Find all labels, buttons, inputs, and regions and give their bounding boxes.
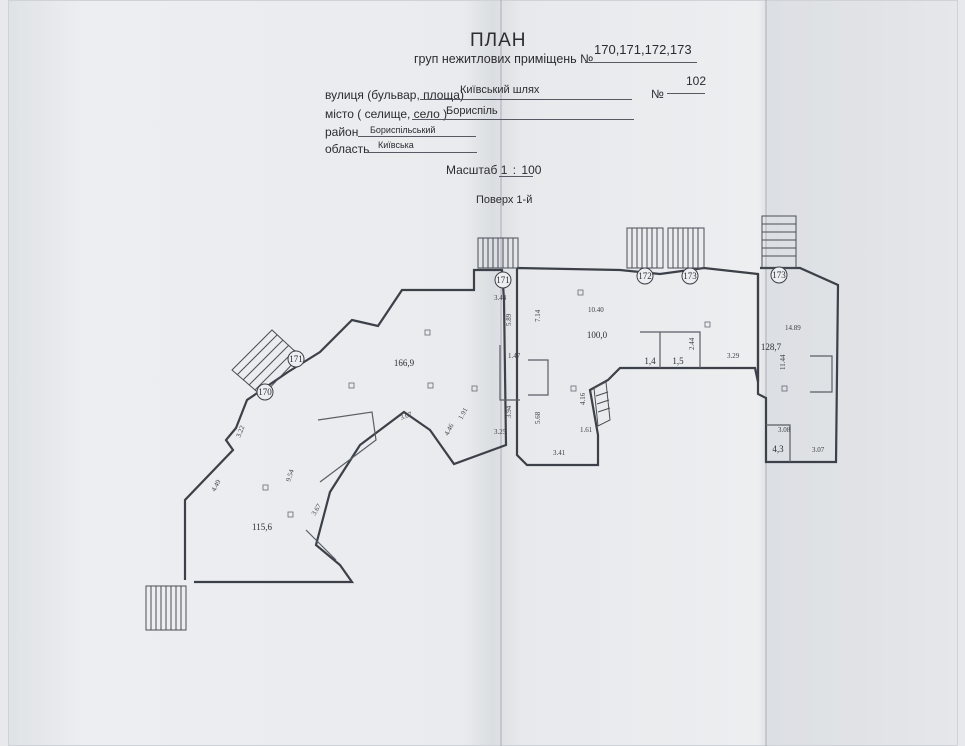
column-mark: [262, 484, 269, 491]
plan-title: ПЛАН: [470, 30, 527, 51]
stair-hatch: [761, 215, 797, 269]
dimension-label: 4.49: [210, 478, 223, 493]
scale-word: Масштаб: [446, 163, 498, 177]
dimension-label: 3.29: [727, 352, 740, 360]
group-tag-label: 170: [258, 387, 272, 397]
dimension-label: 1.61: [580, 426, 593, 434]
room-area-label: 166,9: [394, 358, 415, 368]
group-tag-circle: [636, 267, 654, 285]
partition: [317, 411, 377, 483]
column-mark: [577, 289, 584, 296]
dimension-label: 3.07: [399, 410, 414, 422]
stair-hatch: [626, 227, 664, 269]
group-numbers: 170,171,172,173: [594, 42, 692, 57]
underline: [365, 152, 477, 153]
underline: [420, 99, 632, 100]
right-building-outline: [756, 266, 840, 464]
dimension-label: 4.16: [579, 392, 587, 405]
room-area-label: 128,7: [761, 342, 782, 352]
group-tag-label: 172: [638, 271, 652, 281]
region-label: область: [325, 142, 370, 156]
dimension-label: 3.07: [812, 446, 825, 454]
dimension-label: 3.41: [553, 449, 566, 457]
dimension-label: 3.94: [505, 405, 513, 418]
dimension-label: 3.67: [310, 502, 324, 517]
column-mark: [781, 385, 788, 392]
dimension-label: 2.44: [688, 337, 696, 350]
group-tag-label: 171: [289, 354, 303, 364]
group-tag-circle: [256, 383, 274, 401]
underline: [667, 93, 705, 94]
dimension-label: 7.14: [534, 309, 542, 322]
group-tag-circle: [770, 266, 788, 284]
column-mark: [424, 329, 431, 336]
dimension-label: 3.25: [494, 428, 507, 436]
dimension-label: 11.44: [779, 354, 787, 370]
dimension-label: 14.89: [785, 324, 801, 332]
column-mark: [704, 321, 711, 328]
district-label: район: [325, 125, 359, 139]
column-mark: [348, 382, 355, 389]
group-tag-circle: [494, 271, 512, 289]
room-area-label: 4,3: [772, 444, 784, 454]
district-value: Бориспільський: [370, 125, 436, 135]
group-tag-label: 173: [683, 271, 697, 281]
group-tag-label: 173: [772, 270, 786, 280]
column-mark: [570, 385, 577, 392]
partition: [766, 424, 791, 462]
scale-value-b: 100: [521, 163, 542, 177]
underline: [499, 176, 533, 177]
stair-hatch: [667, 227, 705, 269]
city-label: місто ( селище, село ): [325, 107, 448, 121]
partition: [499, 345, 520, 401]
house-no-label: №: [651, 87, 664, 101]
column-mark: [471, 385, 478, 392]
column-mark: [287, 511, 294, 518]
plan-subtitle: груп нежитлових приміщень №: [414, 52, 594, 66]
stair-hatch: [145, 585, 187, 631]
dimension-label: 4.46: [443, 422, 456, 437]
scale-label: Масштаб 1 : 100: [446, 163, 542, 177]
dimension-label: 10.40: [588, 306, 604, 314]
partition: [305, 529, 337, 561]
dimension-label: 3.08: [778, 426, 791, 434]
floor-label: Поверх 1-й: [476, 194, 533, 206]
partition: [528, 359, 549, 396]
room-area-label: 1,4: [644, 356, 656, 366]
underline: [412, 119, 634, 120]
room-area-label: 100,0: [587, 330, 608, 340]
dimension-label: 9.54: [284, 468, 296, 483]
scale-value-a: 1: [500, 163, 508, 177]
underline: [585, 62, 697, 63]
underline: [358, 136, 476, 137]
stair-hatch: [593, 381, 611, 427]
fold-line: [765, 0, 767, 746]
group-tag-circle: [287, 350, 305, 368]
street-label: вулиця (бульвар, площа): [325, 88, 464, 102]
dimension-label: 1.47: [508, 352, 521, 360]
room-area-label: 115,6: [252, 522, 272, 532]
column-mark: [427, 382, 434, 389]
partition: [810, 355, 833, 393]
dimension-label: 3.44: [494, 294, 507, 302]
dimension-label: 1.91: [457, 406, 470, 421]
stair-hatch: [477, 237, 519, 269]
street-value: Київський шлях: [460, 84, 540, 96]
region-value: Київська: [378, 140, 414, 150]
room-area-label: 1,5: [672, 356, 684, 366]
middle-building-outline: [515, 266, 760, 467]
group-tag-circle: [681, 267, 699, 285]
dimension-label: 5.89: [505, 313, 513, 326]
fold-line: [500, 0, 502, 746]
city-value: Бориспіль: [446, 105, 498, 117]
house-no-value: 102: [686, 74, 707, 88]
group-tag-label: 171: [496, 275, 510, 285]
left-building-outline: [183, 268, 508, 584]
dimension-label: 5.68: [534, 411, 542, 424]
